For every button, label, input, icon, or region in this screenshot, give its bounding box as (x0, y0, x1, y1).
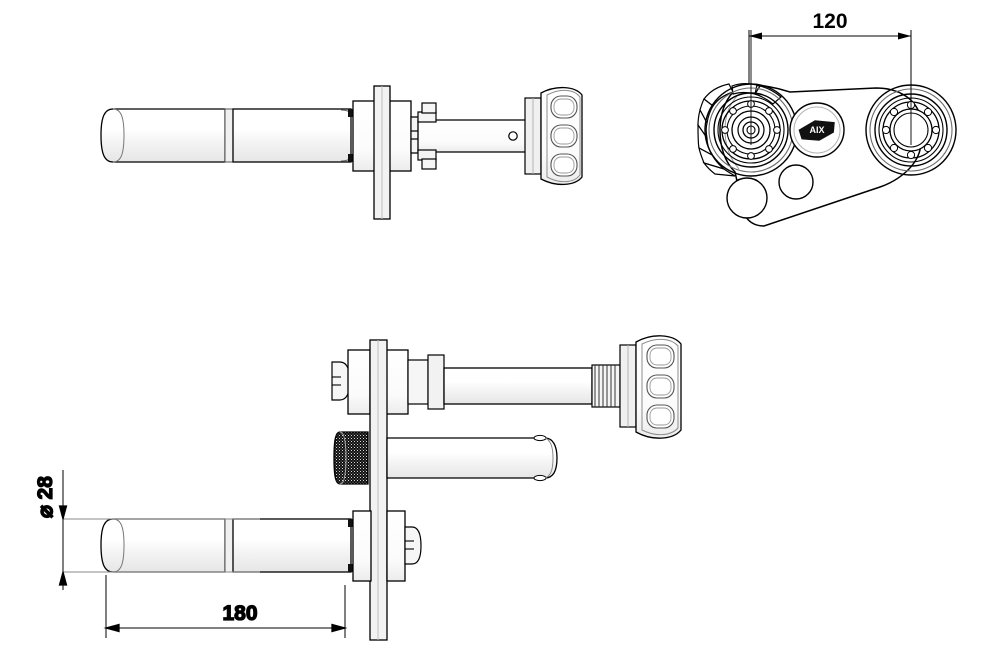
three-slot-clamp-head-lower (635, 335, 682, 439)
collar-right-lower (386, 510, 406, 582)
lower-grip-row (100, 510, 422, 582)
upper-shaft-row (331, 335, 682, 641)
hex-cap (331, 361, 351, 401)
upper-shaft (443, 367, 593, 405)
collar-left (347, 349, 371, 415)
extension-arm (417, 102, 537, 170)
flange-disc (373, 85, 391, 220)
lower-shaft (232, 518, 353, 573)
grip-ring-lower (224, 518, 234, 573)
dimension-120-label: 120 (812, 10, 847, 33)
three-slot-clamp-head (540, 86, 583, 186)
right-bearing (865, 30, 957, 176)
dimension-180-label: 180 (222, 602, 257, 625)
lower-grip-bar (386, 434, 558, 482)
hex-cap-right (404, 526, 422, 565)
dimension-120: 120 (748, 10, 912, 125)
head-collar-lower (619, 344, 637, 428)
collar-right (385, 349, 409, 415)
cam-block (407, 354, 445, 410)
head-collar (524, 97, 542, 175)
flange-plate (369, 339, 388, 641)
collar-left-lower (352, 510, 372, 582)
pivot-hole (508, 131, 518, 141)
front-plate-view: 120 (697, 10, 957, 227)
lightening-hole-large (726, 177, 768, 219)
lightening-hole-small (778, 164, 814, 200)
splined-section (591, 364, 621, 408)
dimension-180: 180 (103, 575, 348, 638)
handlebar-grip (100, 108, 226, 163)
middle-row (333, 431, 558, 485)
dimension-diameter-28: ⌀ 28 (33, 470, 260, 590)
handlebar-grip-lower (100, 518, 226, 573)
brand-cap: AIX (789, 102, 845, 158)
dimension-diameter-28-label: ⌀ 28 (34, 476, 57, 518)
grip-ring (224, 108, 234, 163)
brand-cap-logo-text: AIX (809, 125, 824, 135)
upper-side-view (100, 85, 583, 220)
knurled-collar (333, 431, 369, 485)
shaft (232, 108, 353, 163)
lower-side-view: ⌀ 28 180 (33, 335, 682, 641)
